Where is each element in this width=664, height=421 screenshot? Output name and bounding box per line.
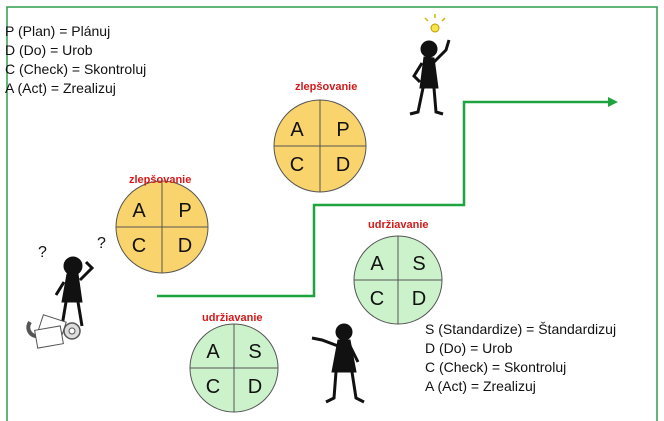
wheel-caption-improvement: zlepšovanie xyxy=(129,174,192,186)
legend-line: C (Check) = Skontroluj xyxy=(5,61,147,77)
legend-line: D (Do) = Urob xyxy=(425,340,513,356)
wheel-quadrant-a: A xyxy=(290,119,304,141)
wheel-quadrant-d: D xyxy=(412,288,426,310)
wheel-quadrant-d: D xyxy=(248,376,262,398)
legend-line: D (Do) = Urob xyxy=(5,42,93,58)
tools-icon xyxy=(26,314,81,349)
staircase-arrowhead xyxy=(608,97,618,107)
pointing-person-icon xyxy=(311,323,365,404)
wheel-quadrant-p: P xyxy=(178,200,191,222)
confused-person-icon: ? ? xyxy=(38,235,106,327)
legend-line: P (Plan) = Plánuj xyxy=(5,23,111,39)
sdca-wheel-lower: A S C D xyxy=(189,323,279,413)
sdca-wheel-right: A S C D xyxy=(353,235,443,325)
pdca-wheel-lower: A P C D xyxy=(115,180,209,274)
svg-text:?: ? xyxy=(38,244,47,261)
pdca-legend: P (Plan) = Plánuj D (Do) = Urob C (Check… xyxy=(5,22,146,98)
lightbulb-person-icon xyxy=(409,14,451,116)
staircase-line xyxy=(157,100,610,298)
wheel-caption-improvement: zlepšovanie xyxy=(295,81,358,93)
legend-line: C (Check) = Skontroluj xyxy=(425,359,567,375)
wheel-quadrant-a: A xyxy=(132,200,146,222)
frame-border xyxy=(6,6,658,421)
legend-line: S (Standardize) = Štandardizuj xyxy=(425,321,617,337)
wheel-quadrant-s: S xyxy=(412,253,425,275)
wheel-quadrant-c: C xyxy=(206,376,220,398)
legend-line: A (Act) = Zrealizuj xyxy=(425,378,536,394)
pdca-wheel-upper: A P C D xyxy=(273,99,367,193)
wheel-quadrant-a: A xyxy=(370,253,384,275)
wheel-quadrant-a: A xyxy=(206,341,220,363)
wheel-quadrant-c: C xyxy=(370,288,384,310)
sdca-legend: S (Standardize) = Štandardizuj D (Do) = … xyxy=(425,320,616,396)
wheel-quadrant-d: D xyxy=(178,235,192,257)
wheel-quadrant-d: D xyxy=(336,154,350,176)
wheel-caption-maintenance: udržiavanie xyxy=(202,312,263,324)
wheel-quadrant-c: C xyxy=(290,154,304,176)
svg-text:?: ? xyxy=(97,235,106,252)
wheel-quadrant-c: C xyxy=(132,235,146,257)
wheel-quadrant-p: P xyxy=(336,119,349,141)
wheel-quadrant-s: S xyxy=(248,341,261,363)
wheel-caption-maintenance: udržiavanie xyxy=(368,219,429,231)
legend-line: A (Act) = Zrealizuj xyxy=(5,80,116,96)
